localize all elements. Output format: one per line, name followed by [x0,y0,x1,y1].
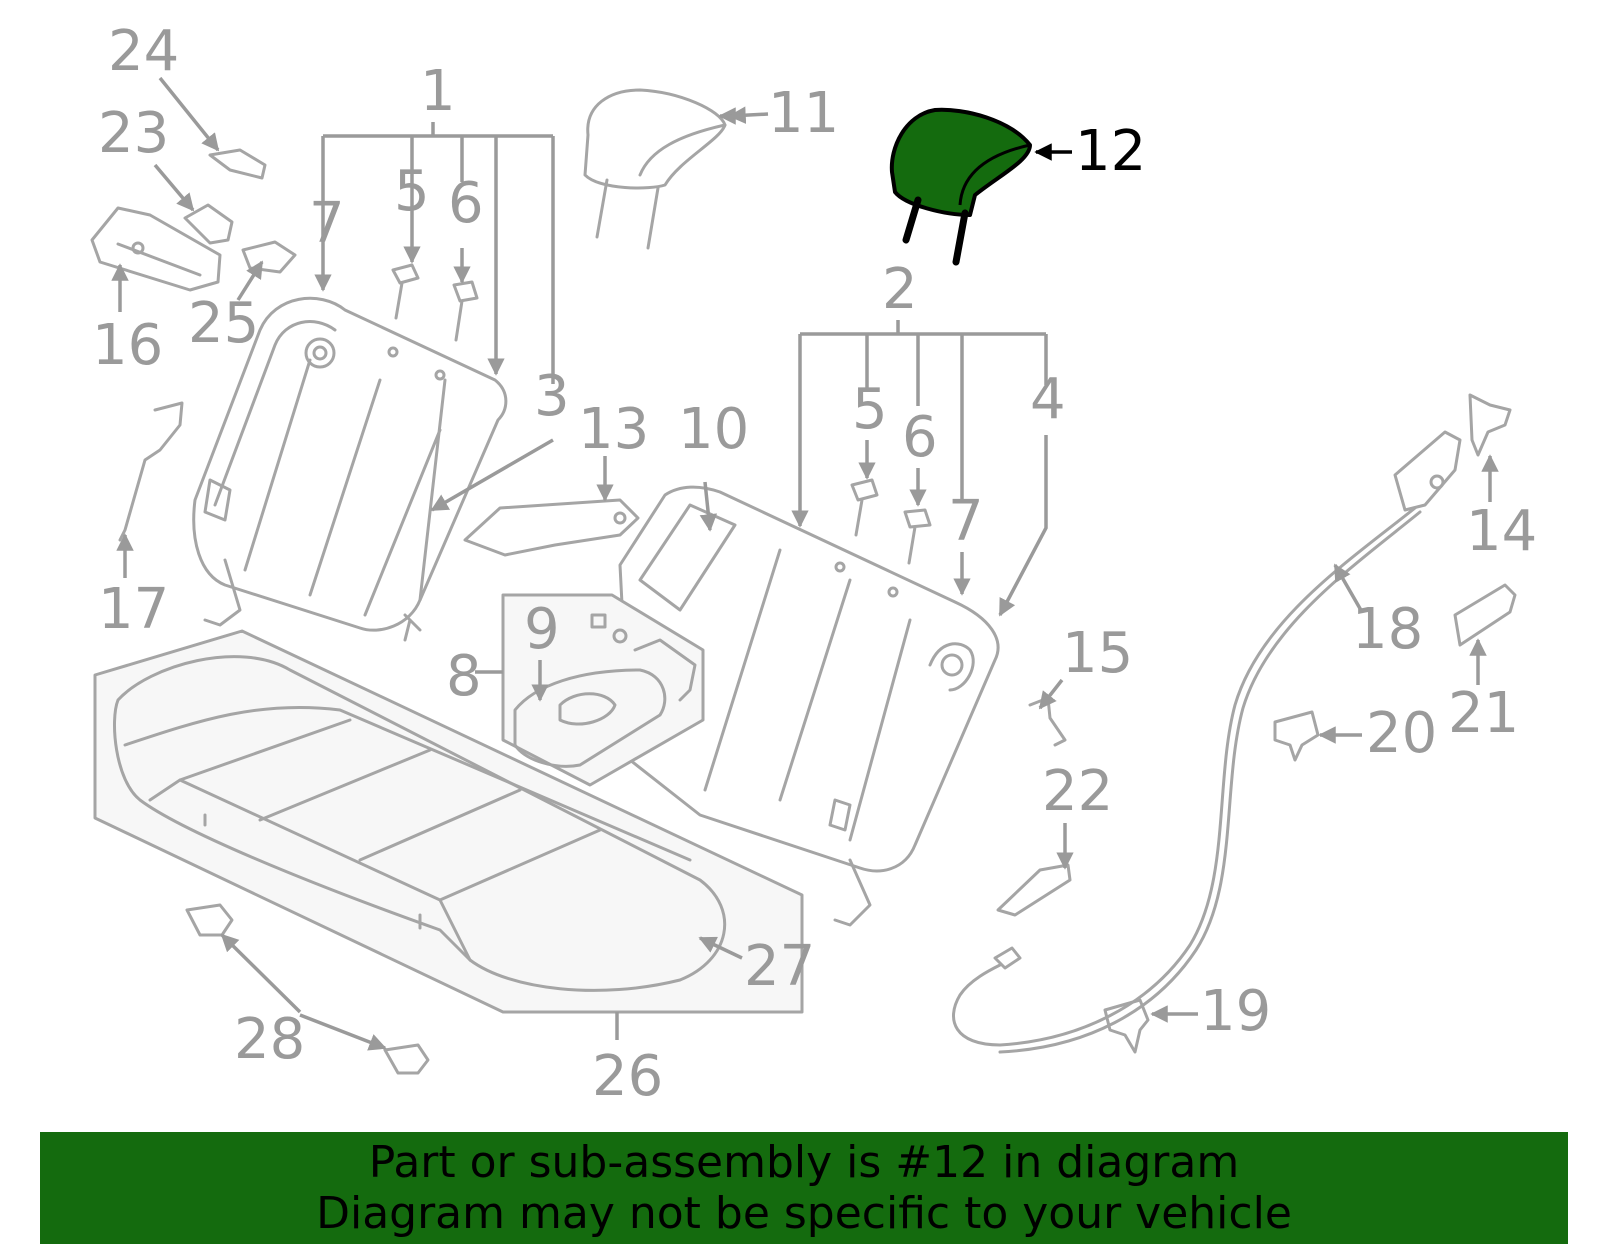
callout-25: 25 [188,291,259,356]
seat-cushion-panel [93,629,804,1014]
notice-banner: Part or sub-assembly is #12 in diagram D… [40,1132,1568,1244]
callout-26: 26 [592,1044,663,1109]
callout-13: 13 [578,397,649,462]
callout-1: 1 [420,59,456,124]
callout-14: 14 [1466,499,1537,564]
headrest-12-highlighted [889,107,1032,266]
callout-21: 21 [1448,681,1519,746]
callout-5: 5 [852,377,888,442]
headrest-11 [583,88,727,250]
callout-27: 27 [744,934,815,999]
callout-11: 11 [768,81,839,146]
callout-6: 6 [902,405,938,470]
callout-5: 5 [394,159,430,224]
callout-4: 4 [1030,367,1066,432]
callout-15: 15 [1062,621,1133,686]
armrest-panel [501,593,705,787]
callout-18: 18 [1352,597,1423,662]
callout-23: 23 [98,101,169,166]
banner-line-2: Diagram may not be specific to your vehi… [316,1188,1292,1239]
callout-8: 8 [446,644,482,709]
callout-17: 17 [98,577,169,642]
callout-22: 22 [1042,759,1113,824]
callout-6: 6 [448,171,484,236]
callout-9: 9 [524,597,560,662]
callout-16: 16 [92,313,163,378]
banner-line-1: Part or sub-assembly is #12 in diagram [368,1137,1240,1188]
callout-2: 2 [882,257,918,322]
parts-diagram: 1 5 6 7 3 11 12 2 5 6 7 4 13 10 8 9 24 2… [90,19,1537,1109]
callout-10: 10 [678,397,749,462]
left-seat-back [192,296,508,642]
callout-28: 28 [234,1007,305,1072]
small-parts [90,148,1517,1075]
callout-12: 12 [1075,119,1146,184]
callout-7: 7 [948,489,984,554]
callout-3: 3 [534,364,570,429]
leader-lines [111,76,1499,1051]
callout-24: 24 [108,19,179,84]
callout-20: 20 [1366,701,1437,766]
callout-labels: 1 5 6 7 3 11 12 2 5 6 7 4 13 10 8 9 24 2… [92,19,1537,1109]
callout-7: 7 [309,191,345,256]
right-seat-back [618,485,1000,927]
callout-19: 19 [1200,979,1271,1044]
